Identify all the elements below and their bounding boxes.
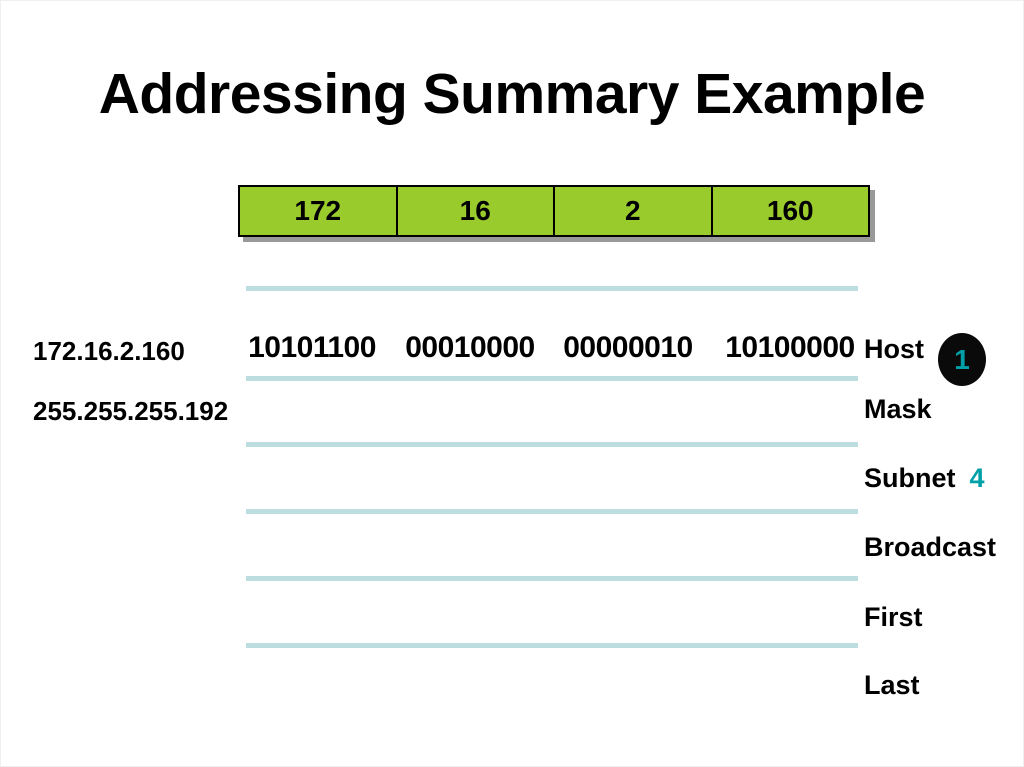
- octet-cell-2: 16: [395, 187, 554, 235]
- row-label-broadcast-text: Broadcast: [864, 532, 997, 562]
- octet-cell-3: 2: [553, 187, 711, 235]
- binary-octet-2: 00010000: [405, 331, 535, 364]
- binary-octet-4: 10100000: [725, 331, 855, 364]
- row-label-host-text: Host: [864, 334, 924, 364]
- binary-octet-3: 00000010: [563, 331, 693, 364]
- row-label-broadcast: Broadcast: [864, 531, 996, 563]
- row-divider-4: [246, 509, 858, 514]
- row-label-first: First: [864, 601, 923, 633]
- decimal-mask-label: 255.255.255.192: [33, 396, 229, 426]
- row-divider-5: [246, 576, 858, 581]
- octet-cell-1: 172: [294, 195, 342, 226]
- row-label-last-text: Last: [864, 670, 920, 700]
- subnet-value: 4: [969, 463, 985, 493]
- row-label-first-text: First: [864, 602, 923, 632]
- row-label-last: Last: [864, 669, 920, 701]
- row-label-mask-text: Mask: [864, 394, 932, 424]
- row-label-mask: Mask: [864, 393, 932, 425]
- decimal-ip-label: 172.16.2.160: [33, 336, 185, 366]
- slide-title: Addressing Summary Example: [98, 62, 926, 126]
- octet-header-table: 172 16 2 160: [238, 185, 870, 237]
- row-divider-1: [246, 286, 858, 291]
- step-badge: 1: [938, 333, 986, 386]
- binary-octet-1: 10101100: [248, 331, 376, 364]
- row-label-host: Host 1: [864, 333, 986, 386]
- row-divider-3: [246, 442, 858, 447]
- step-badge-number: 1: [954, 343, 970, 375]
- row-divider-6: [246, 643, 858, 648]
- row-label-subnet-text: Subnet: [864, 463, 956, 493]
- row-label-subnet: Subnet 4: [864, 462, 985, 494]
- octet-cell-4: 160: [710, 187, 869, 235]
- row-divider-2: [246, 376, 858, 381]
